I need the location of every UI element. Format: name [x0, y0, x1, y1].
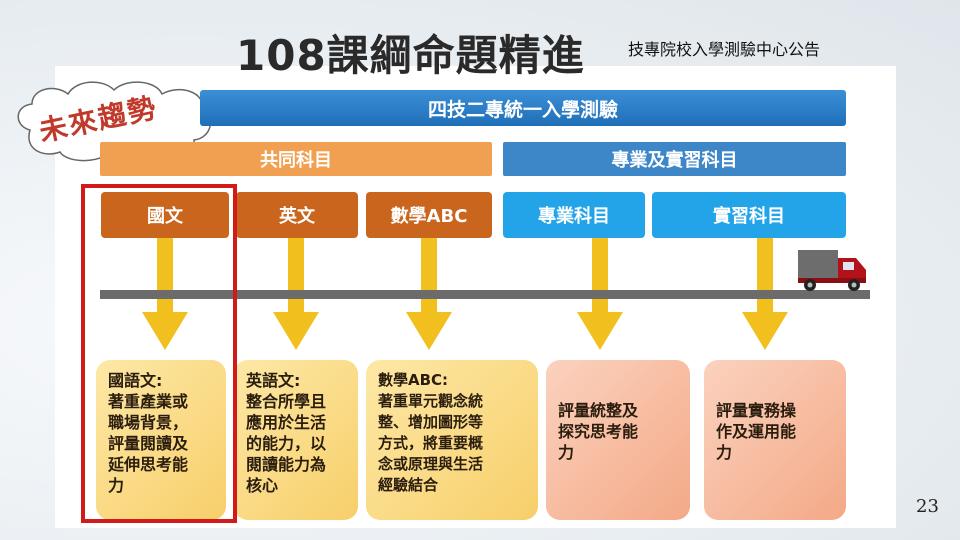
card-line: 著重單元觀念統 — [378, 391, 526, 412]
subject-practice: 實習科目 — [652, 192, 846, 238]
exam-title-bar: 四技二專統一入學測驗 — [200, 90, 846, 126]
slide-subtitle: 技專院校入學測驗中心公告 — [628, 36, 820, 60]
slide-title: 108課綱命題精進 — [236, 22, 585, 83]
card-professional: 評量統整及 探究思考能 力 — [546, 360, 690, 520]
card-line: 整合所學且 — [246, 391, 346, 412]
card-practice: 評量實務操 作及運用能 力 — [704, 360, 846, 520]
card-line: 力 — [558, 442, 678, 463]
common-subjects-bar: 共同科目 — [100, 142, 492, 176]
card-line: 力 — [716, 442, 834, 463]
card-line: 英語文: — [246, 370, 346, 391]
subject-math: 數學ABC — [366, 192, 492, 238]
card-line: 閱讀能力為 — [246, 454, 346, 475]
card-line: 念或原理與生活 — [378, 454, 526, 475]
card-line: 數學ABC: — [378, 370, 526, 391]
card-line: 探究思考能 — [558, 421, 678, 442]
truck-icon — [796, 244, 870, 294]
professional-subjects-bar: 專業及實習科目 — [503, 142, 846, 176]
card-math: 數學ABC: 著重單元觀念統 整、增加圖形等 方式，將重要概 念或原理與生活 經… — [366, 360, 538, 520]
card-english: 英語文: 整合所學且 應用於生活 的能力，以 閱讀能力為 核心 — [234, 360, 358, 520]
card-line: 應用於生活 — [246, 412, 346, 433]
subject-professional: 專業科目 — [503, 192, 645, 238]
highlight-box — [81, 184, 237, 523]
card-line: 作及運用能 — [716, 421, 834, 442]
page-number: 23 — [916, 496, 939, 517]
card-line: 核心 — [246, 475, 346, 496]
card-line: 經驗結合 — [378, 475, 526, 496]
card-line: 方式，將重要概 — [378, 433, 526, 454]
card-line: 評量實務操 — [716, 400, 834, 421]
card-line: 整、增加圖形等 — [378, 412, 526, 433]
card-line: 評量統整及 — [558, 400, 678, 421]
subject-english: 英文 — [236, 192, 358, 238]
card-line: 的能力，以 — [246, 433, 346, 454]
